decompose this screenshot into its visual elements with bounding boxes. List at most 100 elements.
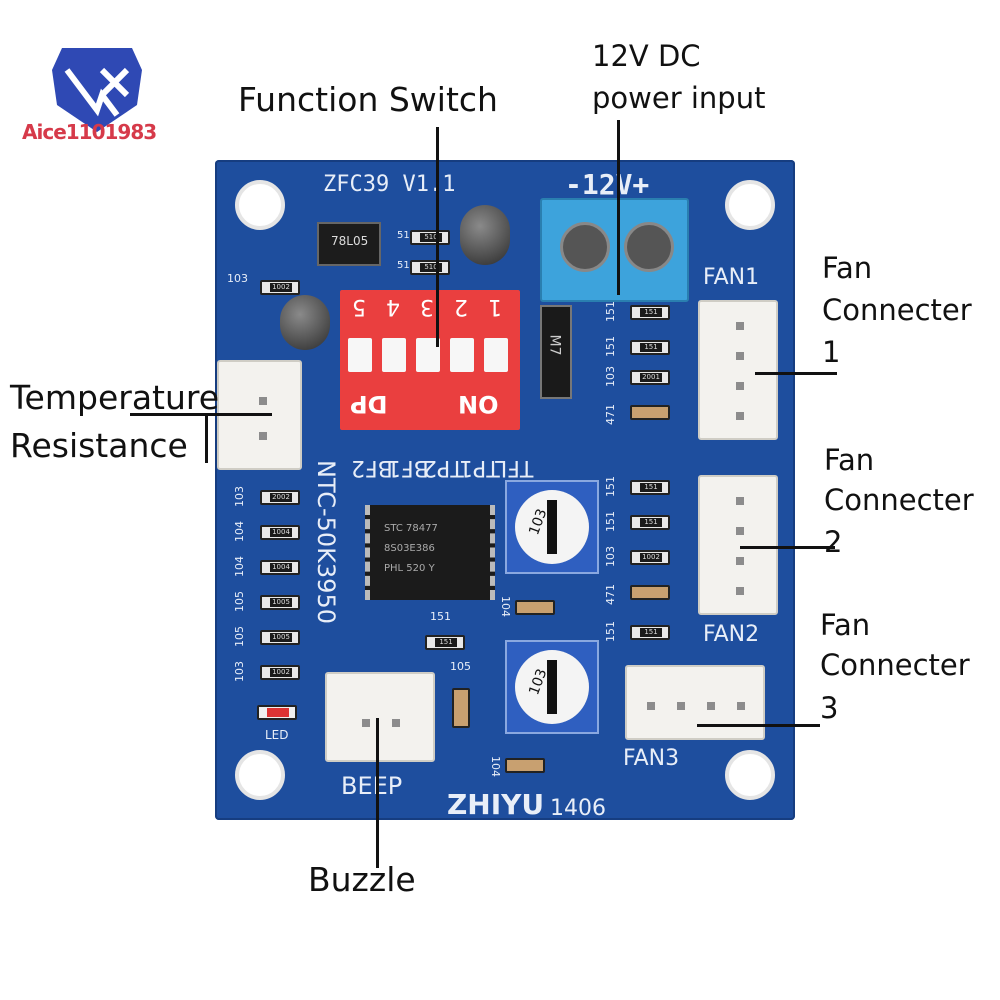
temperature-leader (130, 413, 272, 416)
temperature-callout-line2: Resistance (10, 426, 188, 465)
power-callout-line1: 12V DC (592, 39, 701, 73)
resistor-code: 103 (227, 272, 248, 285)
smd-resistor: 151 (425, 635, 465, 650)
switch-function-tp1: TP1 (459, 455, 500, 480)
resistor-code: 104 (499, 596, 512, 617)
smd-resistor: 1002 (260, 280, 300, 295)
pot-knob[interactable] (515, 490, 589, 564)
switch-number-5: 5 (352, 294, 366, 319)
resistor-code: 151 (604, 476, 617, 497)
smd-resistor: 151 (630, 480, 670, 495)
smd-resistor: 151 (630, 625, 670, 640)
smd-resistor: 1002 (630, 550, 670, 565)
diode: M7 (540, 305, 572, 399)
smd-resistor: 2002 (260, 490, 300, 505)
fan1-callout-line2: Connecter (822, 293, 972, 327)
fan2-label: FAN2 (703, 622, 760, 647)
fan3-connector[interactable] (625, 665, 765, 740)
switch-function-tfl: TFL (495, 455, 534, 480)
power-input-leader (617, 120, 620, 295)
smd-capacitor (515, 600, 555, 615)
status-led (257, 705, 297, 720)
mounting-hole (725, 750, 775, 800)
mounting-hole (235, 750, 285, 800)
temperature-callout-line1: Temperature (10, 378, 220, 417)
screw-terminal (624, 222, 674, 272)
pcb-board: ZFC39 V1.1 78L05 510 510 51 51 -12V+ 5 4… (215, 160, 795, 821)
power-callout-line2: power input (592, 81, 766, 115)
connector-pin (736, 587, 744, 595)
smd-resistor: 2001 (630, 370, 670, 385)
dip-toggle[interactable] (450, 338, 474, 372)
connector-pin (736, 352, 744, 360)
smd-resistor: 1002 (260, 665, 300, 680)
resistor-code: 103 (233, 661, 246, 682)
connector-pin (677, 702, 685, 710)
smd-resistor: 1004 (260, 560, 300, 575)
smd-resistor: 1005 (260, 630, 300, 645)
switch-function-tp2: TP2 (423, 455, 464, 480)
connector-pin (362, 719, 370, 727)
switch-number-4: 4 (386, 294, 400, 319)
smd-resistor: 510 (410, 260, 450, 275)
mounting-hole (725, 180, 775, 230)
dip-switch[interactable]: 5 4 3 2 1 DP ON (340, 290, 520, 430)
switch-number-2: 2 (454, 294, 468, 319)
resistor-code: 51 (397, 260, 410, 271)
switch-on-label: ON (458, 390, 499, 418)
connector-pin (736, 527, 744, 535)
diode-label: M7 (546, 334, 563, 356)
connector-pin (259, 432, 267, 440)
buzzer-connector[interactable] (325, 672, 435, 762)
voltage-regulator: 78L05 (317, 222, 381, 266)
fan1-callout-line1: Fan (822, 251, 873, 285)
connector-pin (736, 557, 744, 565)
smd-capacitor (452, 688, 470, 728)
connector-pin (737, 702, 745, 710)
dip-toggle[interactable] (348, 338, 372, 372)
resistor-code: 105 (233, 626, 246, 647)
dip-toggle[interactable] (382, 338, 406, 372)
smd-capacitor (505, 758, 545, 773)
connector-pin (259, 397, 267, 405)
fan2-connector[interactable] (698, 475, 778, 615)
pot-knob[interactable] (515, 650, 589, 724)
fan2-callout-line1: Fan (824, 443, 875, 477)
resistor-code: 104 (489, 756, 502, 777)
beep-label: BEEP (341, 772, 403, 800)
brand-label: ZHIYU (447, 788, 545, 821)
fan1-connector[interactable] (698, 300, 778, 440)
dip-toggle[interactable] (484, 338, 508, 372)
resistor-code: 151 (604, 301, 617, 322)
chip-mark: PHL 520 Y (384, 563, 435, 574)
resistor-code: 105 (233, 591, 246, 612)
connector-pin (736, 412, 744, 420)
connector-pin (736, 497, 744, 505)
temperature-leader-tick (205, 413, 208, 463)
smd-resistor: 151 (630, 305, 670, 320)
buzzle-callout: Buzzle (308, 860, 416, 899)
date-code: 1406 (550, 796, 606, 821)
resistor-code: 104 (233, 556, 246, 577)
ntc-label: NTC-50K3950 (312, 460, 340, 624)
chip-mark: 8S03E386 (384, 543, 435, 554)
resistor-code: 151 (604, 511, 617, 532)
led-label: LED (265, 728, 289, 742)
potentiometer-2[interactable]: 103 (505, 640, 599, 734)
board-model-label: ZFC39 V1.1 (323, 172, 456, 197)
pot-slot (547, 660, 557, 714)
fan2-callout-line3: 2 (824, 525, 843, 559)
switch-number-3: 3 (420, 294, 434, 319)
power-terminal-label: -12V+ (565, 168, 650, 201)
power-terminal-block (540, 198, 689, 302)
microcontroller-chip: STC 78477 8S03E386 PHL 520 Y (365, 505, 495, 600)
potentiometer-1[interactable]: 103 (505, 480, 599, 574)
fan1-leader (755, 372, 837, 375)
resistor-code: 103 (233, 486, 246, 507)
fan3-callout-line1: Fan (820, 608, 871, 642)
switch-number-1: 1 (488, 294, 502, 319)
resistor-code: 471 (604, 584, 617, 605)
smd-resistor: 1004 (260, 525, 300, 540)
function-switch-callout: Function Switch (238, 80, 498, 119)
resistor-code: 103 (604, 546, 617, 567)
